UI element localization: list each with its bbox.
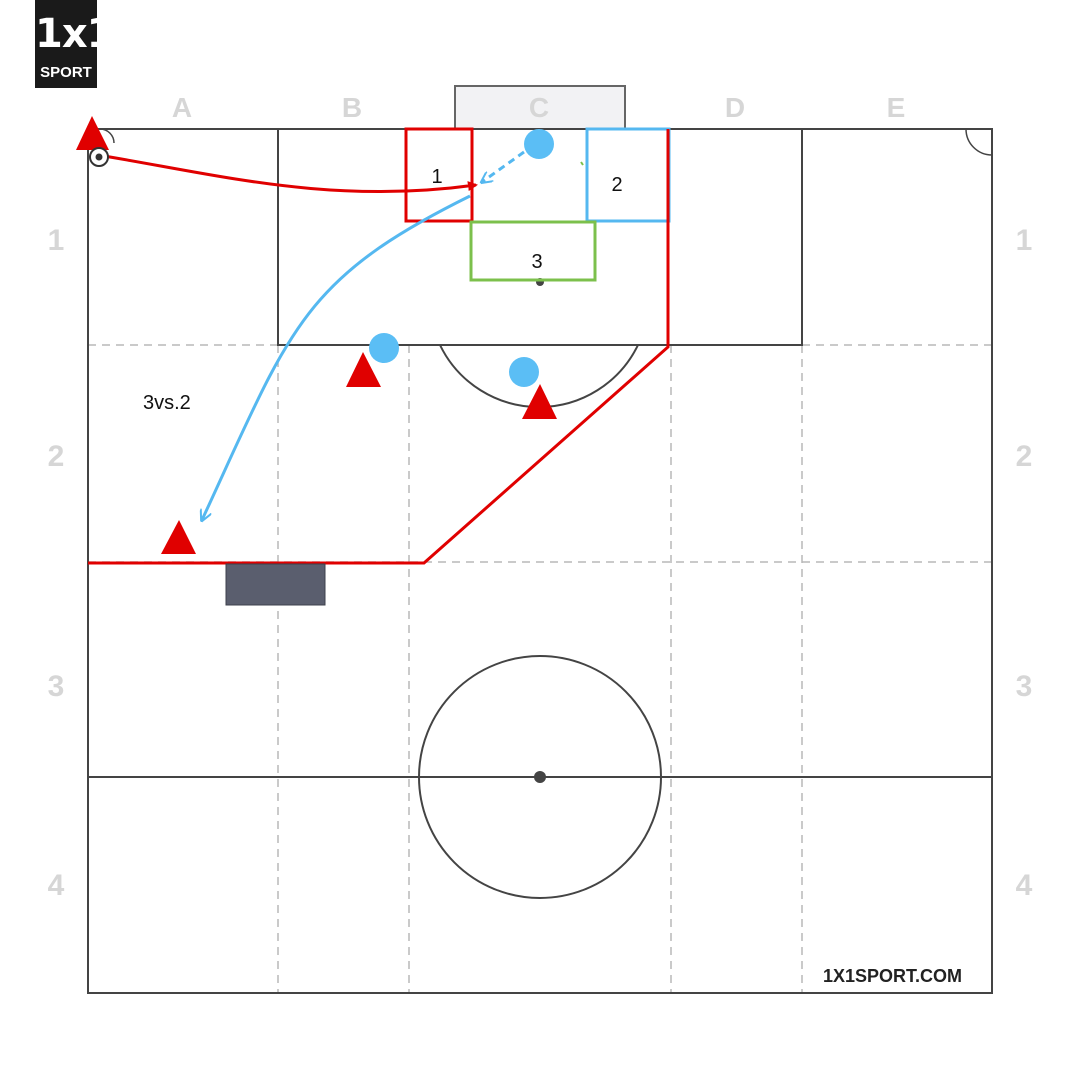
row-label-3-right: 3 <box>1016 670 1033 703</box>
zone-1-box <box>404 127 474 223</box>
defender-3 <box>509 357 539 387</box>
zone-2-box <box>585 127 671 223</box>
ball-icon <box>89 147 109 167</box>
zone-1-label: 1 <box>431 166 442 188</box>
defender-run-path <box>482 150 525 182</box>
zone-grid <box>88 344 992 993</box>
center-spot <box>534 771 546 783</box>
defender-2 <box>369 333 399 363</box>
drill-note: 3vs.2 <box>143 392 191 414</box>
column-label-a: A <box>172 92 192 123</box>
penalty-area <box>277 128 803 346</box>
goal <box>454 85 626 130</box>
logo-word: SPORT <box>40 64 92 81</box>
corner-arc-right <box>965 128 993 156</box>
offside-boundary-line <box>88 129 670 565</box>
row-label-1-right: 1 <box>1016 224 1033 257</box>
zone-3-label: 3 <box>531 251 542 273</box>
center-circle <box>418 655 662 899</box>
zone-3-box <box>469 220 597 282</box>
site-watermark: 1X1SPORT.COM <box>823 966 962 986</box>
corner-arc-left <box>99 128 115 144</box>
column-label-e: E <box>887 92 906 123</box>
column-label-b: B <box>342 92 362 123</box>
column-label-c: C <box>529 92 549 123</box>
row-label-2-right: 2 <box>1016 440 1033 473</box>
clearance-path <box>202 194 471 520</box>
column-label-d: D <box>725 92 745 123</box>
mini-goal <box>225 563 326 606</box>
row-label-4-right: 4 <box>1016 869 1033 902</box>
defender-1 <box>524 129 554 159</box>
row-label-2-left: 2 <box>48 440 65 473</box>
green-tick <box>580 161 584 166</box>
cross-pass-path <box>97 153 478 194</box>
row-label-1-left: 1 <box>48 224 65 257</box>
zone-2-label: 2 <box>611 174 622 196</box>
attacker-1 <box>346 352 381 387</box>
attacker-corner <box>76 116 109 150</box>
attacker-2 <box>522 384 557 419</box>
attacker-3 <box>161 520 196 554</box>
row-label-3-left: 3 <box>48 670 65 703</box>
row-label-4-left: 4 <box>48 869 65 902</box>
